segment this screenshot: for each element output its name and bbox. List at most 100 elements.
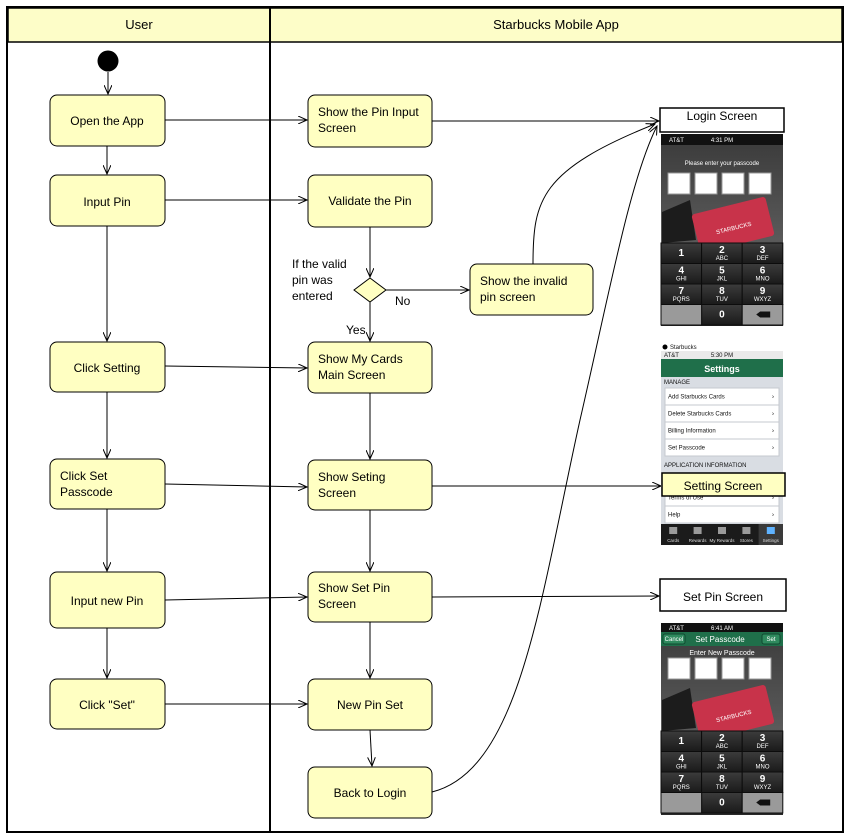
node-validate-pin-label: Validate the Pin [328, 194, 411, 208]
chevron-right-icon: › [772, 513, 774, 519]
setpin-key-7-letters: PQRS [673, 785, 690, 791]
settings-tab-4-icon [766, 527, 775, 534]
setpin-wallet-image [662, 688, 696, 731]
setpin-key-8-letters: TUV [716, 785, 728, 791]
settings-tab-4-label[interactable]: Settings [763, 538, 780, 543]
setpin-key-3-digit: 3 [760, 733, 766, 744]
setpin-blank-key [660, 792, 703, 814]
chevron-right-icon: › [772, 412, 774, 418]
login-key-6-digit: 6 [760, 266, 766, 277]
setpin-key-6-digit: 6 [760, 754, 766, 765]
setpin-status-bar [661, 623, 783, 632]
decision-condition-1: If the valid [292, 257, 347, 271]
chevron-right-icon: › [772, 496, 774, 502]
settings-tab-0-icon [669, 527, 678, 534]
node-click-set-label: Click "Set" [79, 698, 135, 712]
setpin-cancel-button[interactable] [662, 633, 686, 645]
settings-app-bar [661, 343, 783, 351]
settings-tab-3-label[interactable]: Stores [740, 538, 754, 543]
decision-yes-label: Yes [346, 323, 366, 337]
edge-newpin-showsetpin [164, 597, 307, 600]
login-key-8-letters: TUV [716, 297, 728, 303]
setpin-key-1-digit: 1 [679, 736, 685, 747]
node-open-app-label: Open the App [70, 114, 144, 128]
settings-tab-2-icon [718, 527, 726, 534]
setpin-digit-box-1 [667, 657, 691, 680]
node-click-set-passcode[interactable] [49, 458, 166, 510]
settings-tab-2-label[interactable]: My Rewards [709, 538, 735, 543]
login-key-7-digit: 7 [679, 286, 685, 297]
login-delete-icon [756, 311, 771, 318]
setting-screen-label-box [661, 472, 786, 497]
setpin-header [661, 632, 783, 646]
settings-manage-row-0-label: Add Starbucks Cards [668, 395, 725, 401]
setpin-prompt: Enter New Passcode [689, 650, 754, 657]
edge-passcode-showsetting [164, 484, 307, 487]
settings-manage-row-3[interactable] [664, 438, 780, 457]
edge-backtologin-login [431, 126, 657, 793]
settings-info-items: Terms of Use›Help› [664, 488, 780, 524]
setpin-key-8-digit: 8 [719, 774, 725, 785]
setpin-time: 6:41 AM [711, 626, 733, 632]
login-key-3-letters: DEF [757, 256, 769, 262]
login-key-2-letters: ABC [716, 256, 729, 262]
setpin-carrier: AT&T [669, 626, 684, 632]
login-time: 4:31 PM [711, 138, 733, 144]
login-wallet-image [662, 200, 696, 243]
login-prompt: Please enter your passcode [685, 161, 760, 167]
node-show-setting[interactable] [307, 459, 433, 511]
lane-header-user [7, 7, 271, 43]
node-show-pin-input-label-1: Show the Pin Input [318, 105, 419, 119]
settings-tab-3-icon [742, 527, 751, 534]
login-digit-box-2 [694, 172, 718, 195]
settings-tab-1-label[interactable]: Rewards [689, 538, 708, 543]
settings-status-bar [661, 351, 783, 359]
login-carrier: AT&T [669, 138, 684, 144]
edge-newpinset-backtologin [370, 729, 372, 766]
settings-manage-row-2-label: Billing Information [668, 429, 716, 435]
node-show-pin-input-label-2: Screen [318, 121, 356, 135]
node-show-set-pin-label-2: Screen [318, 597, 356, 611]
node-click-set-passcode-label-2: Passcode [60, 485, 113, 499]
login-key-4-letters: GHI [676, 277, 687, 283]
app-nodes: Show the Pin Input Screen Validate the P… [307, 94, 594, 819]
setpin-key-2-digit: 2 [719, 733, 725, 744]
login-key-9-digit: 9 [760, 286, 766, 297]
setpin-key-3-letters: DEF [757, 744, 769, 750]
settings-header [661, 359, 783, 377]
node-show-setting-label-1: Show Seting [318, 470, 385, 484]
settings-phone: Starbucks AT&T 5:30 PM Settings MANAGE A… [661, 343, 783, 545]
decision-condition-2: pin was [292, 273, 333, 287]
settings-manage-row-1-label: Delete Starbucks Cards [668, 412, 731, 418]
settings-tab-0-label[interactable]: Cards [667, 538, 680, 543]
settings-section-manage: MANAGE [664, 380, 690, 386]
login-key-5-digit: 5 [719, 266, 725, 277]
login-key-4-digit: 4 [679, 266, 685, 277]
login-card-image [691, 197, 775, 253]
setpin-screen-label-box [659, 578, 787, 612]
login-key-7-letters: PQRS [673, 297, 690, 303]
login-digit-box-1 [667, 172, 691, 195]
node-invalid-pin[interactable] [469, 263, 594, 316]
decision-condition-3: entered [292, 289, 333, 303]
chevron-right-icon: › [772, 446, 774, 452]
initial-node [97, 50, 119, 72]
settings-info-row-1-label: Help [668, 513, 681, 519]
setpin-set-button[interactable] [761, 633, 781, 645]
setpin-set-label: Set [766, 637, 775, 643]
login-key-5-letters: JKL [717, 277, 728, 283]
node-new-pin-set-label: New Pin Set [337, 698, 404, 712]
setpin-key-7-digit: 7 [679, 774, 685, 785]
setpin-key-0-digit: 0 [719, 798, 725, 809]
setpin-card-image [691, 685, 775, 741]
setpin-digit-box-4 [748, 657, 772, 680]
flow-edges [107, 72, 661, 793]
settings-info-row-1[interactable] [664, 505, 780, 524]
setpin-digit-box-3 [721, 657, 745, 680]
settings-section-info: APPLICATION INFORMATION [664, 463, 746, 469]
setpin-title: Set Passcode [695, 635, 745, 644]
setpin-key-5-letters: JKL [717, 765, 728, 771]
